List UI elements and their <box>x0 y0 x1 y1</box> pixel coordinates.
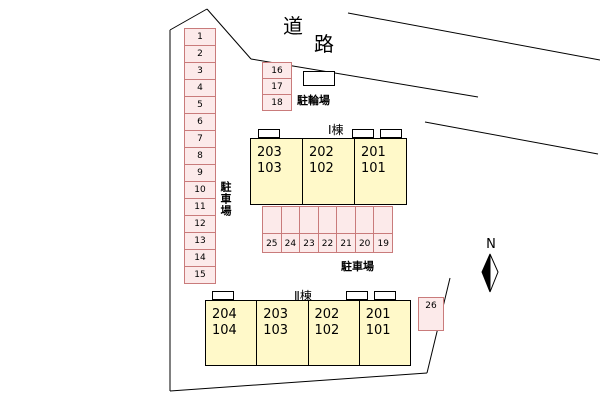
parking-space-19: 19 <box>373 206 394 253</box>
parking-space-7: 7 <box>184 130 216 148</box>
building-1-unit-202-102: 202 102 <box>302 139 354 204</box>
parking-space-1: 1 <box>184 28 216 46</box>
parking-space-10: 10 <box>184 181 216 199</box>
building-1-entrance-porch <box>258 129 280 138</box>
parking-space-11: 11 <box>184 198 216 216</box>
road-label-char-1: 道 <box>283 14 303 38</box>
parking-space-23: 23 <box>299 206 319 253</box>
parking-space-5: 5 <box>184 96 216 114</box>
building-2-label: Ⅱ棟 <box>294 289 312 303</box>
north-indicator-label: N <box>486 237 496 252</box>
parking-space-21: 21 <box>336 206 356 253</box>
parking-space-8: 8 <box>184 147 216 165</box>
building-2-entrance-porch <box>346 291 368 300</box>
bicycle-parking-label: 駐輪場 <box>297 94 330 107</box>
compass-needle-dark <box>481 253 491 293</box>
parking-space-20: 20 <box>354 206 375 253</box>
compass-needle-light <box>489 253 499 293</box>
unit-upper-number: 202 <box>309 145 334 160</box>
bicycle-space-17: 17 <box>262 78 292 95</box>
right-upper-boundary-line <box>424 121 599 155</box>
unit-lower-number: 101 <box>365 323 391 339</box>
bottom-boundary-line <box>169 372 428 392</box>
parking-column-left: 1 2 3 4 5 6 7 8 9 10 11 12 13 14 15 <box>184 28 216 284</box>
unit-lower-number: 103 <box>263 323 289 339</box>
building-2: 204 104 203 103 202 102 201 101 <box>205 300 411 366</box>
unit-lower-number: 102 <box>309 161 334 177</box>
building-1-unit-201-101: 201 101 <box>354 139 406 204</box>
parking-row-center: 25 24 23 22 21 20 19 <box>262 206 394 253</box>
parking-lot-label-center: 駐車場 <box>341 260 374 273</box>
parking-space-13: 13 <box>184 232 216 250</box>
unit-lower-number: 102 <box>314 323 340 339</box>
building-1-entrance-porch <box>352 129 374 138</box>
unit-upper-number: 203 <box>263 307 289 322</box>
unit-lower-number: 101 <box>361 161 386 177</box>
storage-box <box>303 71 335 86</box>
parking-space-15: 15 <box>184 266 216 284</box>
unit-upper-number: 201 <box>361 145 386 160</box>
building-2-entrance-porch <box>374 291 396 300</box>
parking-lot-label-left: 駐車場 <box>219 181 232 217</box>
unit-lower-number: 104 <box>212 323 237 339</box>
parking-space-14: 14 <box>184 249 216 267</box>
top-left-bevel-line <box>169 8 208 31</box>
building-2-unit-201-101: 201 101 <box>358 301 410 365</box>
building-1-unit-203-103: 203 103 <box>251 139 302 204</box>
parking-space-9: 9 <box>184 164 216 182</box>
parking-space-3: 3 <box>184 62 216 80</box>
parking-space-2: 2 <box>184 45 216 63</box>
unit-lower-number: 103 <box>257 161 282 177</box>
parking-space-22: 22 <box>317 206 338 253</box>
building-2-unit-204-104: 204 104 <box>206 301 256 365</box>
building-2-entrance-porch <box>212 291 234 300</box>
unit-upper-number: 202 <box>314 307 340 322</box>
unit-upper-number: 201 <box>365 307 391 322</box>
parking-space-26: 26 <box>418 297 444 331</box>
bicycle-space-18: 18 <box>262 94 292 111</box>
top-corner-line <box>206 8 252 60</box>
building-2-unit-203-103: 203 103 <box>256 301 307 365</box>
unit-upper-number: 203 <box>257 145 282 160</box>
parking-space-12: 12 <box>184 215 216 233</box>
parking-space-25: 25 <box>262 206 282 253</box>
parking-space-24: 24 <box>280 206 301 253</box>
unit-upper-number: 204 <box>212 307 237 322</box>
bicycle-parking-cells: 16 17 18 <box>262 62 292 111</box>
bicycle-space-16: 16 <box>262 62 292 79</box>
building-2-unit-202-102: 202 102 <box>307 301 359 365</box>
building-1: 203 103 202 102 201 101 <box>250 138 407 205</box>
building-1-label: Ⅰ棟 <box>328 123 344 137</box>
building-1-entrance-porch <box>380 129 402 138</box>
road-far-edge-line <box>347 12 600 61</box>
road-label-char-2: 路 <box>314 32 334 56</box>
parking-space-6: 6 <box>184 113 216 131</box>
parking-space-4: 4 <box>184 79 216 97</box>
